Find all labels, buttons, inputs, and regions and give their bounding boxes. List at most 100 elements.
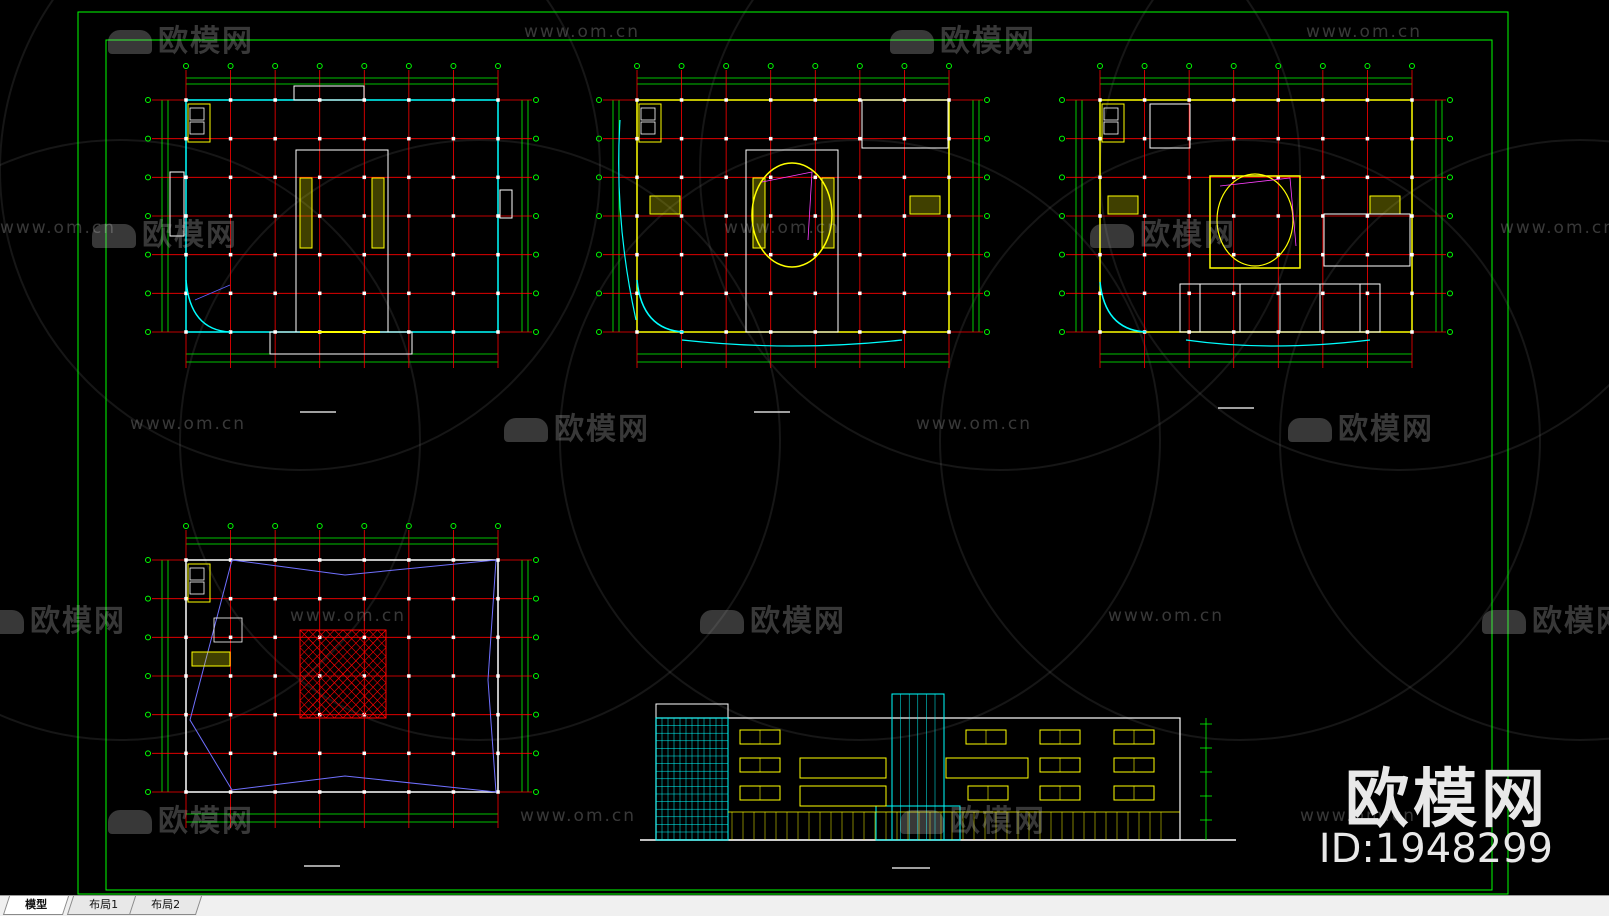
column [635,291,639,296]
column [451,712,456,717]
axis-bubble [1141,63,1148,69]
elevator-shaft [189,581,205,595]
column [1276,136,1281,141]
skylight-hatch [316,647,387,719]
column [184,596,188,601]
cad-model-space[interactable]: 欧模网欧模网欧模网欧模网欧模网欧模网欧模网欧模网欧模网欧模网欧模网www.om.… [0,0,1609,895]
axis-bubble [533,329,539,335]
column [1276,98,1281,102]
tab-layout2[interactable]: 布局2 [128,896,203,915]
curved-wall [636,279,685,333]
column [496,291,500,296]
axis-bubble [856,63,863,69]
column [496,558,500,562]
watermark-circle [1099,0,1609,471]
column [317,175,322,180]
column [768,136,773,141]
column [273,291,277,296]
column [679,291,684,296]
column [947,330,951,334]
column [184,751,188,756]
axis-bubble [533,97,539,103]
column [407,674,411,678]
column [1231,98,1236,102]
column [724,136,728,141]
column [1187,214,1191,218]
axis-bubble [533,634,539,641]
tab-model[interactable]: 模型 [2,896,70,915]
room-block [1323,213,1411,267]
drawing-frame-outer [77,11,1509,895]
watermark-circle [699,0,1301,471]
axis-bubble [145,750,151,757]
column [407,596,411,601]
column [1410,175,1414,180]
column [902,136,907,141]
column [1365,214,1370,218]
stair [909,195,941,215]
column [317,712,322,717]
column [228,712,233,717]
column [1410,291,1414,296]
column [496,330,500,334]
column [228,674,233,678]
axis-bubble [272,523,279,529]
column [1410,252,1414,257]
column [947,214,951,218]
column [1142,175,1147,180]
stair [649,195,681,215]
column [317,674,322,678]
elevator-shaft [640,107,656,121]
axis-bubble [1447,97,1453,103]
axis-bubble [145,673,151,679]
room-block [1149,103,1191,149]
circular-atrium [751,162,833,268]
column [451,790,456,794]
column [1321,291,1325,296]
axis-bubble [450,63,457,69]
side-entrance [169,171,185,237]
curved-wall [1099,281,1147,333]
column [1321,136,1325,141]
elevator-shaft [1103,107,1119,121]
skylight-hatch [377,708,387,719]
column [724,252,728,257]
column [496,635,500,640]
column [1142,98,1147,102]
column [451,214,456,218]
column [451,175,456,180]
axis-bubble [984,290,990,297]
skylight-hatch [299,629,327,657]
column [184,790,188,794]
stair-core [638,103,662,143]
column [228,98,233,102]
axis-bubble [1447,213,1453,219]
axis-bubble [1059,213,1065,219]
axis-bubble [984,251,990,258]
column [228,790,233,794]
column [184,136,188,141]
column [317,291,322,296]
axis-bubble [1364,63,1371,69]
column [768,291,773,296]
column [635,252,639,257]
axis-bubble [450,523,457,529]
column [1098,214,1102,218]
stair-core [1101,103,1125,143]
column [496,751,500,756]
column [407,712,411,717]
column [1410,330,1414,334]
elevator-shaft [189,567,205,581]
column [635,136,639,141]
column [273,790,277,794]
column [813,136,818,141]
axis-bubble [1186,63,1193,69]
column [362,635,367,640]
escalator [371,177,385,249]
axis-bubble [1059,290,1065,297]
axis-bubble [984,213,990,219]
column [724,98,728,102]
column [635,98,639,102]
axis-bubble [723,63,730,69]
column [1231,291,1236,296]
